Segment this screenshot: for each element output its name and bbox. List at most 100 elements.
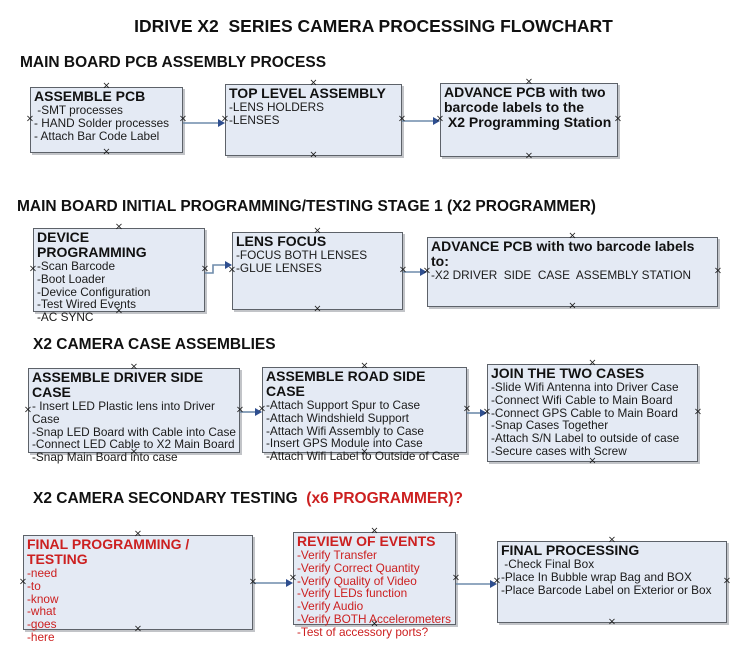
connector-handle-left-icon: × — [257, 403, 267, 415]
connector-handle-bottom-icon: × — [370, 618, 379, 630]
connector-handle-left-icon: × — [220, 113, 230, 125]
connector-handle-left-icon: × — [18, 576, 28, 587]
box-item: -Connect GPS Cable to Main Board — [491, 405, 678, 420]
box-item: -Verify Transfer — [297, 548, 377, 562]
flow-box-top-level-assembly: TOP LEVEL ASSEMBLY-LENS HOLDERS-LENSES — [225, 84, 402, 156]
section-heading-4: X2 CAMERA SECONDARY TESTING (x6 PROGRAMM… — [33, 490, 463, 508]
flow-arrow-head-icon — [218, 119, 225, 127]
flow-box-advance-pcb-with-two-barcode-labels-to-the: ADVANCE PCB with two barcode labels to t… — [440, 83, 618, 157]
box-title: FINAL PROCESSING — [501, 542, 640, 558]
connector-handle-right-icon: × — [178, 113, 188, 125]
connector-handle-right-icon: × — [451, 572, 461, 583]
page-title: IDRIVE X2 SERIES CAMERA PROCESSING FLOWC… — [134, 16, 613, 36]
flow-box-device-programming: DEVICE PROGRAMMING-Scan Barcode-Boot Loa… — [33, 228, 205, 323]
box-title: ASSEMBLE DRIVER SIDE CASE — [32, 369, 208, 400]
connector-handle-bottom-icon: × — [588, 455, 597, 467]
connector-handle-bottom-icon: × — [607, 616, 617, 628]
box-title: DEVICE PROGRAMMING — [37, 229, 147, 260]
connector-handle-bottom-icon: × — [102, 146, 111, 158]
heading-text: X2 CAMERA CASE ASSEMBLIES — [33, 336, 276, 353]
box-item: -Attach Wifi Label to Outside of Case — [266, 449, 460, 464]
connector-handle-bottom-icon: × — [568, 300, 577, 312]
connector-handle-bottom-icon: × — [114, 305, 124, 317]
box-item: - Attach Bar Code Label — [34, 128, 160, 143]
connector-handle-left-icon: × — [28, 263, 38, 275]
connector-handle-left-icon: × — [25, 113, 35, 125]
box-title: ASSEMBLE PCB — [34, 88, 146, 104]
box-item: -Test Wired Events — [37, 297, 136, 312]
connector-handle-left-icon: × — [492, 575, 502, 587]
connector-handle-top-icon: × — [129, 361, 139, 373]
box-title: FINAL PROGRAMMING / TESTING — [27, 536, 194, 567]
flow-box-review-of-events: REVIEW OF EVENTS-Verify Transfer-Verify … — [293, 532, 456, 638]
connector-handle-bottom-icon: × — [313, 303, 322, 315]
flow-box-advance-pcb-with-two-barcode-labels-to: ADVANCE PCB with two barcode labels to:-… — [427, 237, 718, 307]
connector-handle-right-icon: × — [713, 265, 723, 277]
connector-handle-left-icon: × — [227, 264, 237, 276]
flow-box-assemble-road-side-case: ASSEMBLE ROAD SIDE CASE-Attach Support S… — [262, 367, 467, 462]
connector-handle-right-icon: × — [722, 575, 732, 587]
box-item: -Check Final Box — [501, 557, 595, 571]
box-item: -Attach Windshield Support — [266, 410, 409, 425]
flow-arrow-head-icon — [480, 409, 487, 417]
box-item: -Verify Quality of Video — [297, 573, 417, 588]
box-item: -Connect LED Cable to X2 Main Board — [32, 437, 235, 452]
connector-handle-top-icon: × — [114, 221, 124, 233]
connector-handle-top-icon: × — [313, 225, 322, 237]
box-item: -here — [27, 629, 55, 644]
box-title: TOP LEVEL ASSEMBLY — [229, 85, 386, 101]
connector-handle-bottom-icon: × — [133, 623, 143, 635]
box-item: -LENS HOLDERS — [229, 100, 325, 114]
connector-handle-bottom-icon: × — [309, 149, 318, 161]
box-item: -to — [27, 578, 41, 593]
connector-handle-right-icon: × — [248, 576, 258, 587]
flow-arrow-head-icon — [255, 408, 262, 416]
flow-box-assemble-driver-side-case: ASSEMBLE DRIVER SIDE CASE- Insert LED Pl… — [28, 368, 240, 463]
box-item: -Attach S/N Label to outside of case — [491, 431, 680, 446]
box-title: LENS FOCUS — [236, 233, 327, 249]
box-item: -AC SYNC — [37, 310, 94, 325]
connector-handle-left-icon: × — [23, 404, 33, 415]
box-item: -Verify Correct Quantity — [297, 560, 420, 575]
heading-text: X2 CAMERA SECONDARY TESTING — [33, 490, 307, 507]
connector-handle-bottom-icon: × — [360, 446, 369, 458]
box-item: -Place In Bubble wrap Bag and BOX — [501, 569, 692, 584]
box-item: -X2 DRIVER SIDE CASE ASSEMBLY STATION — [431, 268, 692, 282]
box-title: ADVANCE PCB with two barcode labels to: — [431, 238, 699, 269]
connector-handle-left-icon: × — [482, 406, 492, 418]
connector-handle-bottom-icon: × — [129, 446, 139, 458]
flow-box-lens-focus: LENS FOCUS-FOCUS BOTH LENSES-GLUE LENSES — [232, 232, 403, 310]
box-title: ASSEMBLE ROAD SIDE CASE — [266, 368, 430, 399]
box-item: -Verify LEDs function — [297, 586, 408, 601]
connector-handle-top-icon: × — [568, 230, 577, 242]
box-item: -Snap LED Board with Cable into Case — [32, 424, 236, 439]
heading-text: MAIN BOARD INITIAL PROGRAMMING/TESTING S… — [17, 198, 596, 215]
box-item: - Insert LED Plastic lens into Driver Ca… — [32, 399, 219, 426]
box-item: -GLUE LENSES — [236, 260, 322, 275]
box-item: -FOCUS BOTH LENSES — [236, 248, 368, 262]
flow-arrow-head-icon — [490, 580, 497, 588]
flow-box-final-processing: FINAL PROCESSING -Check Final Box-Place … — [497, 541, 727, 623]
flow-arrow-head-icon — [433, 117, 440, 125]
box-item: -Scan Barcode — [37, 259, 116, 273]
connector-handle-right-icon: × — [398, 264, 408, 276]
box-item: -Slide Wifi Antenna into Driver Case — [491, 380, 679, 394]
box-title: ADVANCE PCB with two barcode labels to t… — [444, 84, 612, 130]
box-item: -SMT processes — [34, 103, 123, 117]
connector-handle-top-icon: × — [360, 360, 369, 372]
connector-handle-bottom-icon: × — [524, 150, 534, 162]
heading-text: MAIN BOARD PCB ASSEMBLY PROCESS — [20, 54, 327, 71]
connector-handle-right-icon: × — [397, 113, 407, 125]
connector-handle-top-icon: × — [524, 76, 534, 88]
flow-arrow-head-icon — [286, 579, 293, 587]
connector-handle-top-icon: × — [309, 77, 318, 89]
box-item: -LENSES — [229, 112, 280, 127]
box-item: -Attach Support Spur to Case — [266, 398, 421, 412]
box-item: -Attach Wifi Assembly to Case — [266, 423, 424, 438]
box-item: -Device Configuration — [37, 284, 151, 299]
heading-red-note: (x6 PROGRAMMER)? — [306, 490, 464, 507]
connector-handle-right-icon: × — [235, 404, 245, 415]
section-heading-2: MAIN BOARD INITIAL PROGRAMMING/TESTING S… — [17, 198, 596, 216]
